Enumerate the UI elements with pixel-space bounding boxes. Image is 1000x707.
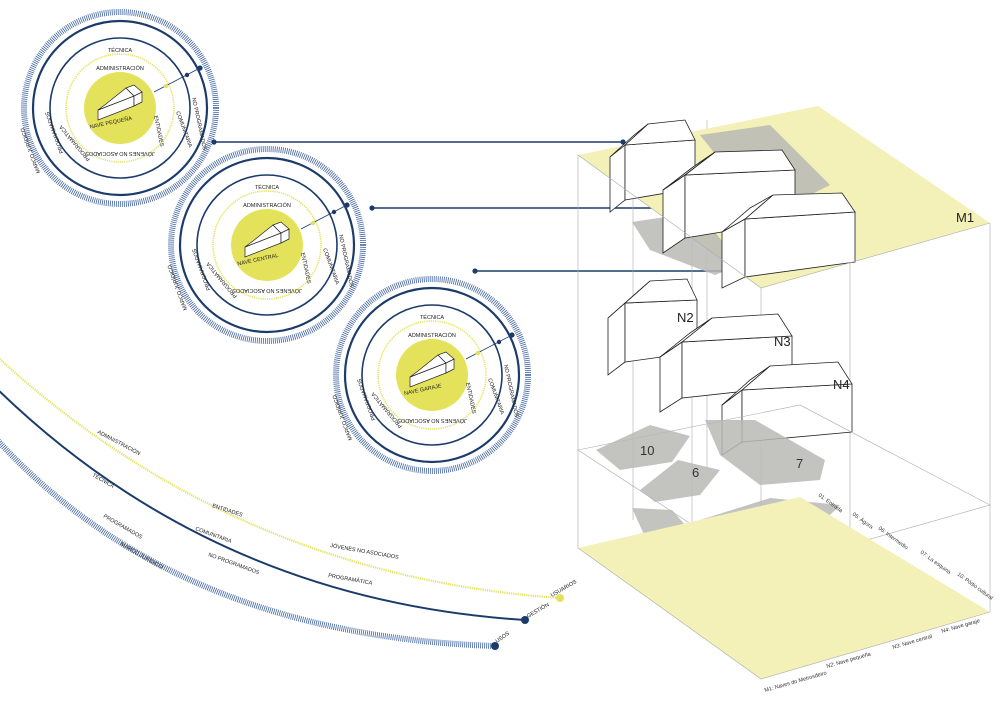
- ring-label-tecnica: TÉCNICA: [420, 314, 444, 321]
- building-m1-garaje: [721, 192, 856, 289]
- ring-label-tecnica: TÉCNICA: [255, 184, 279, 191]
- arc-diagram: ADMINISTRACIÓN ENTIDADES JÓVENES NO ASOC…: [0, 357, 578, 650]
- zone-label-10: 10: [640, 443, 654, 458]
- label-n3: N3: [774, 334, 791, 349]
- ring-label-administracion: ADMINISTRACIÓN: [243, 202, 291, 209]
- connector-dot: [472, 268, 478, 274]
- connector-lines: [214, 141, 738, 272]
- ring-label-tecnica: TÉCNICA: [108, 47, 132, 54]
- arc-label-tecnica: TÉCNICA: [91, 472, 116, 490]
- arc-label-administracion: ADMINISTRACIÓN: [96, 429, 141, 458]
- connector-dot: [211, 139, 217, 145]
- label-n4: N4: [833, 377, 850, 392]
- arc-end-dot-navy: [521, 616, 529, 624]
- arc-label-jovenes: JÓVENES NO ASOCIADOS: [330, 542, 400, 561]
- plane-bottom: [578, 497, 990, 679]
- arc-end-dot-yellow: [556, 594, 564, 602]
- ring-label-jovenes: JÓVENES NO ASOCIADOS: [397, 417, 467, 424]
- connector-dot: [369, 205, 375, 211]
- axonometric-model: M1 N2: [577, 106, 994, 694]
- ring-label-jovenes: JÓVENES NO ASOCIADOS: [85, 150, 155, 157]
- ring-label-entidades: ENTIDADES: [464, 382, 476, 414]
- arc-label-gestion: GESTIÓN: [526, 601, 551, 619]
- label-m1: M1: [956, 210, 974, 225]
- circle-nave-pequena: NAVE PEQUEÑA TÉCNICA ADMINISTRACIÓN ENTI…: [19, 12, 216, 204]
- arc-end-dot-blue: [491, 642, 499, 650]
- arc-label-no-programados: NO PROGRAMADOS: [207, 552, 260, 576]
- circle-nave-garaje: NAVE GARAJE TÉCNICA ADMINISTRACIÓN ENTID…: [331, 279, 528, 471]
- label-n2: N2: [677, 310, 694, 325]
- ring-label-programatica: PROGRAMÁTICA: [205, 260, 239, 299]
- zone-label-7: 7: [796, 456, 803, 471]
- ring-label-jovenes: JÓVENES NO ASOCIADOS: [232, 287, 302, 294]
- zone-label-6: 6: [692, 465, 699, 480]
- ring-label-administracion: ADMINISTRACIÓN: [96, 65, 144, 72]
- connector-dot: [620, 139, 626, 145]
- arc-label-programatica: PROGRAMÁTICA: [328, 572, 373, 587]
- ring-label-programatica: PROGRAMÁTICA: [58, 123, 92, 162]
- ring-label-entidades: ENTIDADES: [152, 115, 164, 147]
- arc-label-entidades: ENTIDADES: [211, 503, 243, 519]
- arc-label-usuarios: USUARIOS: [550, 579, 578, 599]
- arc-label-marco: MARCO JURÍDICO: [119, 541, 165, 571]
- legend-05: 05: Ágora: [851, 511, 875, 531]
- ring-label-entidades: ENTIDADES: [299, 252, 311, 284]
- arc-label-usos: USOS: [495, 631, 511, 645]
- circle-nave-central: NAVE CENTRAL TÉCNICA ADMINISTRACIÓN ENTI…: [166, 149, 363, 341]
- ring-label-programatica: PROGRAMÁTICA: [370, 390, 404, 429]
- ring-label-administracion: ADMINISTRACIÓN: [408, 332, 456, 339]
